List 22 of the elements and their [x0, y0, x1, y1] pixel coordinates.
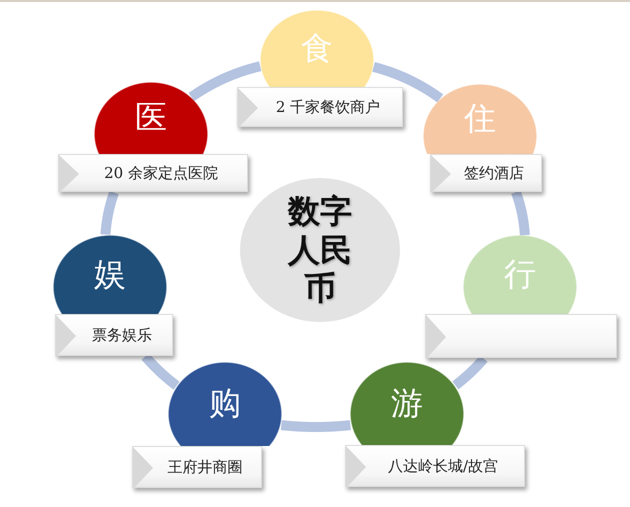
label-card [58, 154, 248, 192]
category-label: 医 [135, 97, 167, 138]
label-text: 王府井商圈 [168, 458, 242, 476]
label-card [425, 314, 617, 358]
center-title: 数字人民币 [286, 192, 353, 308]
label-card [345, 445, 525, 487]
label-text: 八达岭长城/故宫 [388, 456, 498, 476]
category-label: 住 [464, 98, 496, 139]
label-text: 20 余家定点医院 [104, 164, 218, 182]
category-label: 食 [301, 28, 333, 68]
category-label: 行 [504, 254, 536, 294]
ring-connector [187, 61, 264, 102]
label-card [132, 446, 262, 488]
category-label: 购 [209, 383, 241, 424]
category-label: 娱 [94, 254, 126, 294]
label-card [55, 314, 173, 356]
category-label: 游 [391, 382, 423, 424]
label-card [237, 87, 403, 127]
label-card [430, 154, 542, 192]
label-text: 票务娱乐 [92, 326, 152, 344]
label-text: 签约酒店 [464, 164, 524, 182]
label-text: 2 千家餐饮商户 [276, 98, 380, 116]
